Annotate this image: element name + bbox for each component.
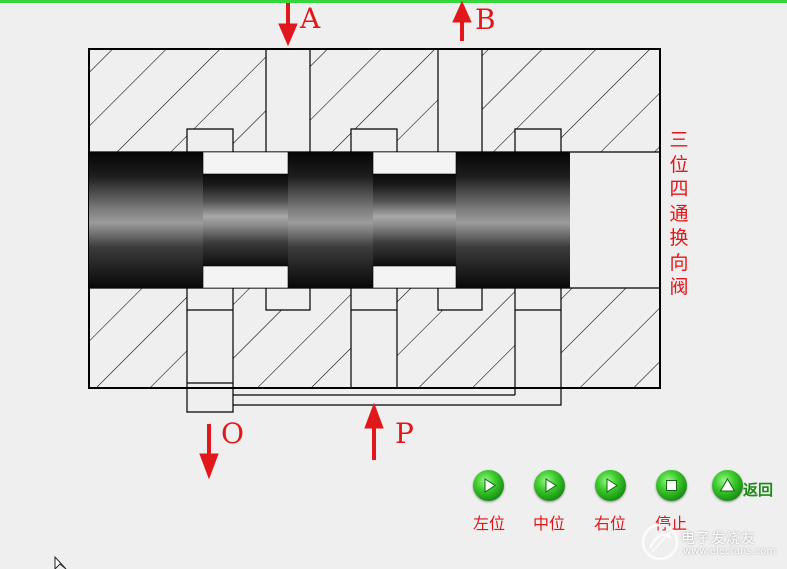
flow-arrows: [199, 0, 472, 480]
arrow-a: [278, 3, 298, 47]
top-border: [0, 0, 787, 3]
watermark-url: www.elecfans.com: [683, 546, 777, 557]
stop-icon: [666, 480, 677, 491]
back-label[interactable]: 返回: [743, 481, 774, 499]
right-position-label[interactable]: 右位: [594, 514, 627, 533]
up-arrow-icon: [719, 478, 736, 492]
arrow-p: [364, 402, 384, 460]
port-a-label: A: [300, 2, 321, 35]
play-icon: [484, 478, 496, 493]
play-icon: [545, 478, 557, 493]
stop-label[interactable]: 停止: [655, 514, 688, 533]
watermark-text: 电子发烧友: [681, 531, 756, 547]
arrow-o: [199, 424, 219, 480]
port-p-label: P: [395, 417, 414, 450]
spool: [89, 151, 570, 289]
port-o-label: O: [221, 417, 244, 450]
arrow-b: [452, 0, 472, 41]
left-position-button[interactable]: [473, 470, 504, 501]
right-position-button[interactable]: [595, 470, 626, 501]
back-button[interactable]: [712, 470, 743, 501]
valve-title: 三位四通换向阀: [669, 129, 689, 298]
watermark-logo: [641, 523, 679, 561]
port-b-label: B: [475, 3, 496, 36]
middle-position-button[interactable]: [534, 470, 565, 501]
stop-button[interactable]: [656, 470, 687, 501]
left-position-label[interactable]: 左位: [473, 514, 506, 533]
play-icon: [606, 478, 618, 493]
middle-position-label[interactable]: 中位: [533, 514, 566, 533]
mouse-cursor: [54, 555, 67, 569]
